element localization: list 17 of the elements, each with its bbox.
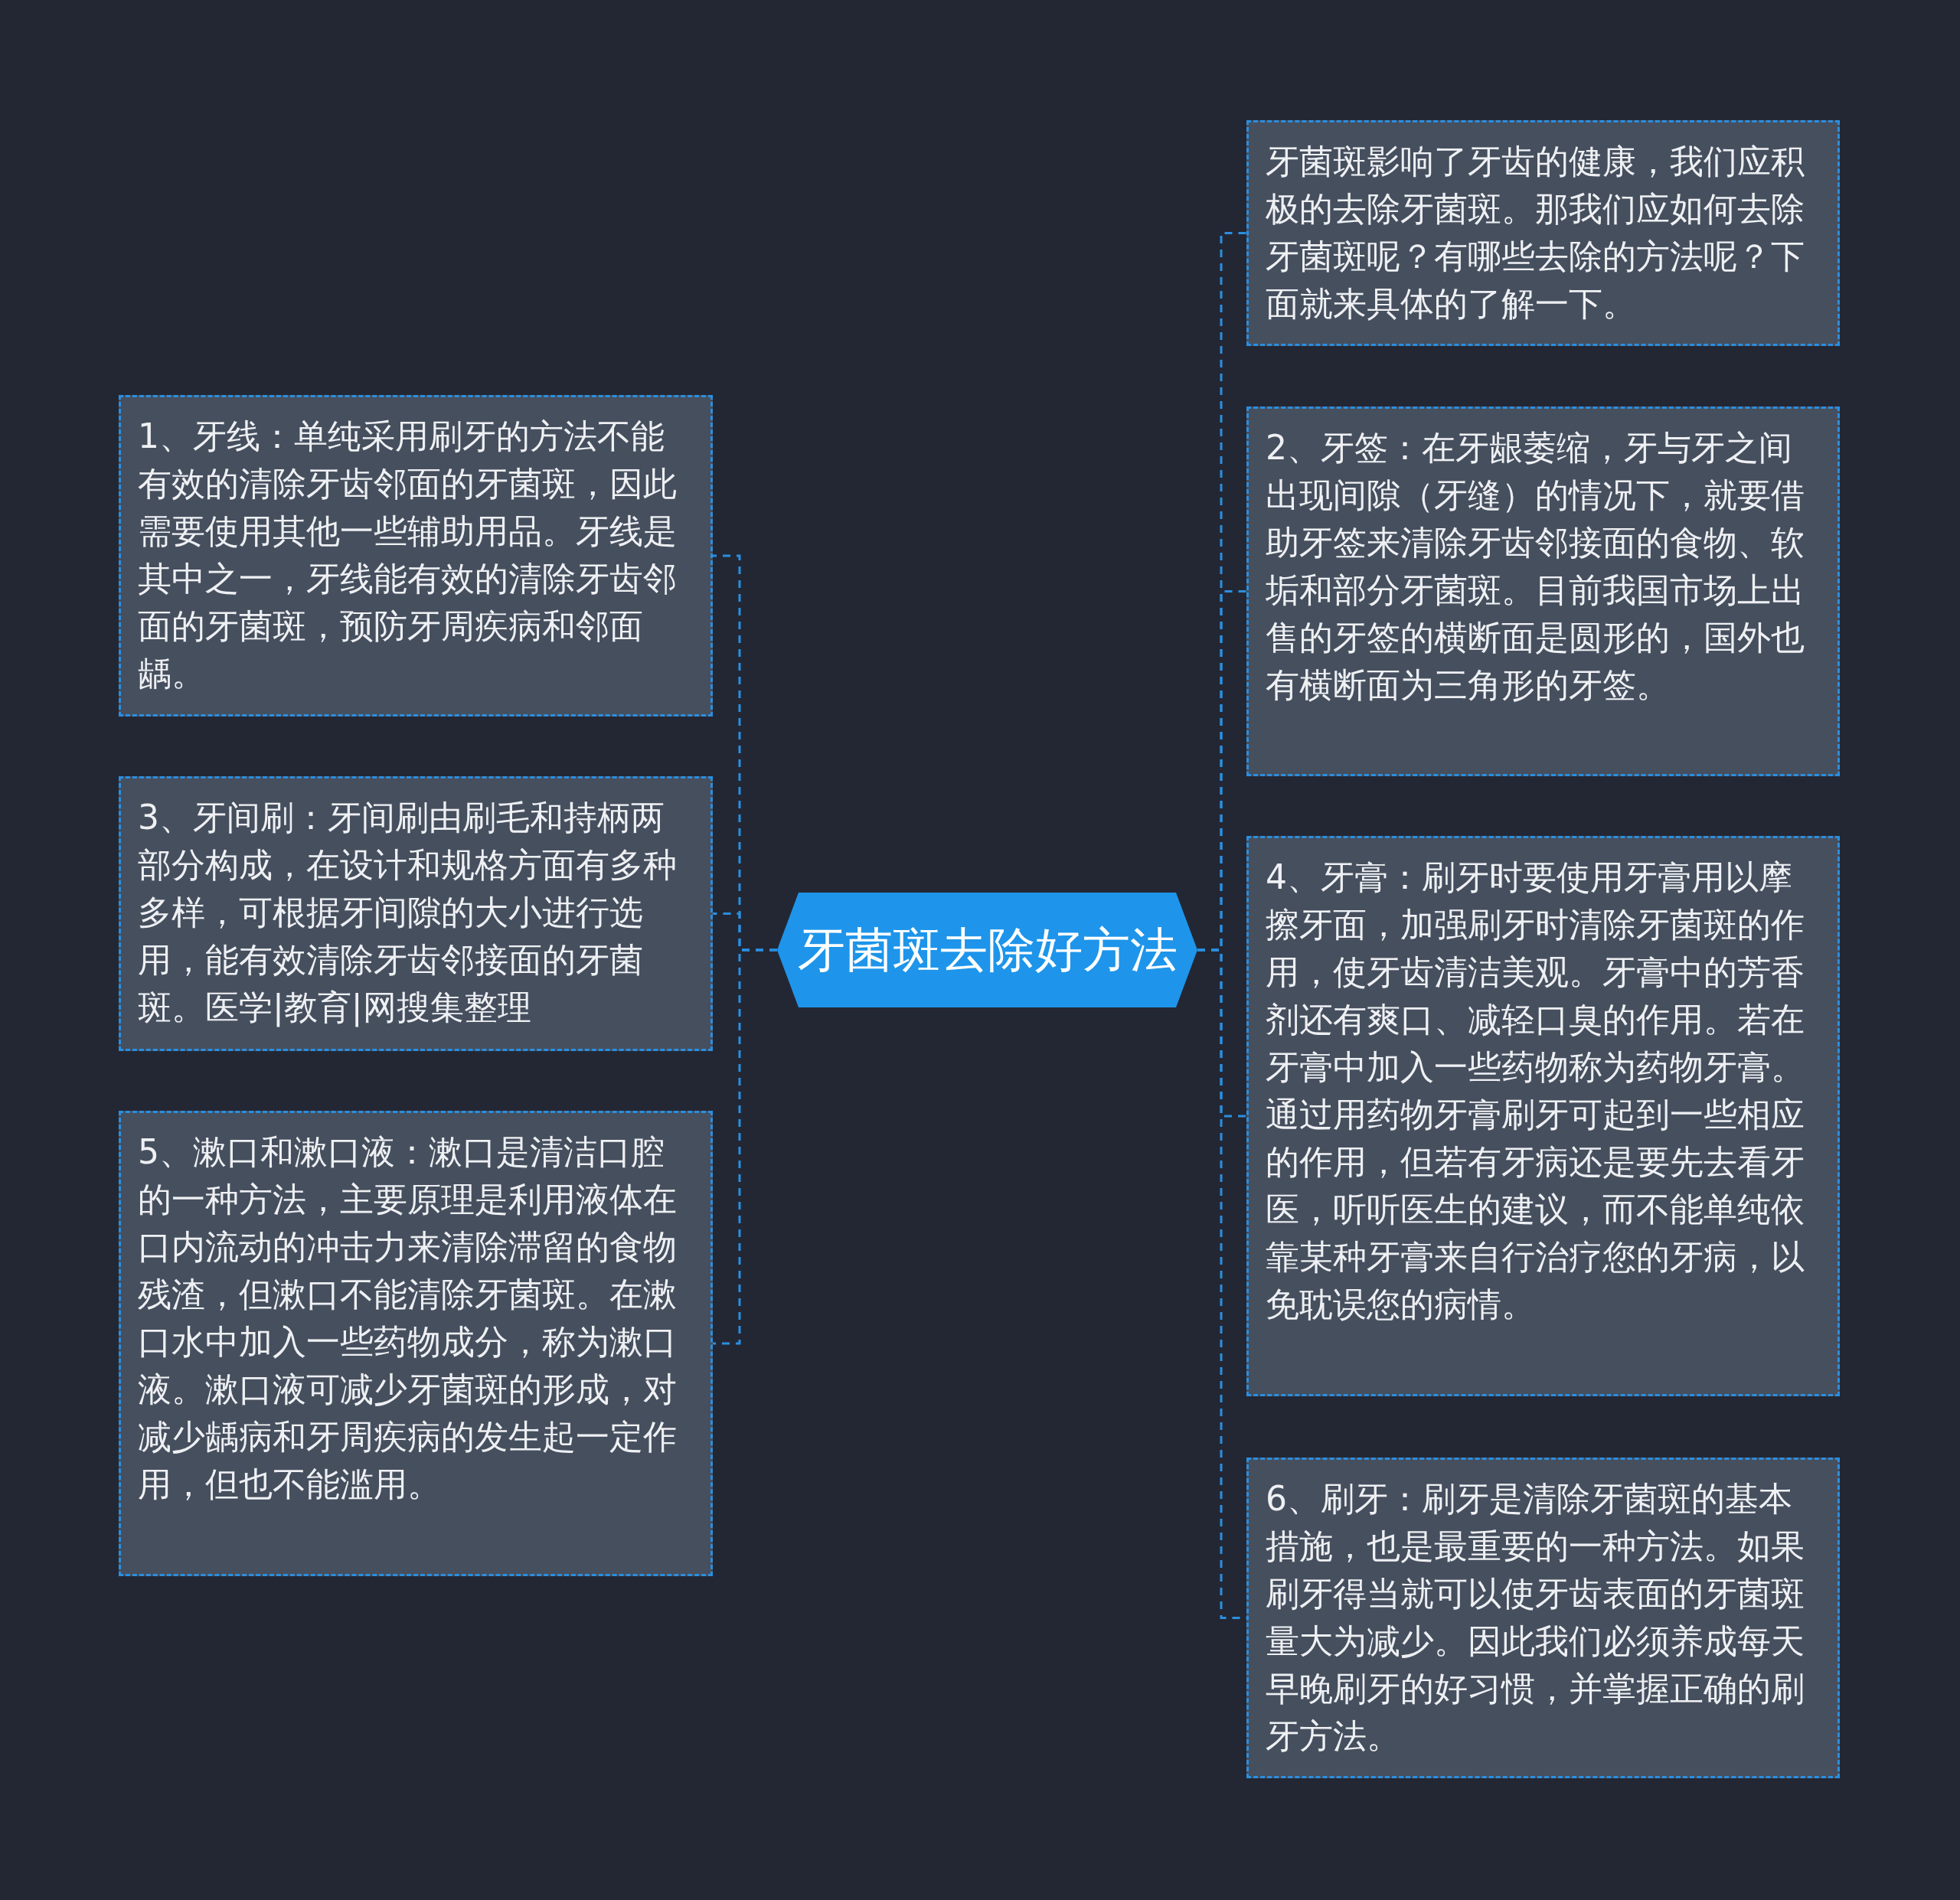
topic-box (119, 1111, 713, 1576)
topic-box (1246, 406, 1840, 776)
topic-text: 3、牙间刷：牙间刷由刷毛和持柄两部分构成，在设计和规格方面有多种多样，可根据牙间隙的大小进行选用，能有效清除牙齿邻接面的牙菌斑。医学|教育|网搜集整理 (138, 798, 677, 1027)
central-topic (777, 893, 1197, 1007)
topic-text: 5、漱口和漱口液：漱口是清洁口腔的一种方法，主要原理是利用液体在口内流动的冲击力来清除滞留的食物残渣，但漱口不能清除牙菌斑。在漱口水中加入一些药物成分，称为漱口液。漱口液可减少牙菌斑的形成，对减少龋病和牙周疾病的发生起一定作用，但也不能滥用。 (138, 1132, 677, 1503)
topic-text: 4、牙膏：刷牙时要使用牙膏用以摩擦牙面，加强刷牙时清除牙菌斑的作用，使牙齿清洁美观。牙膏中的芳香剂还有爽口、减轻口臭的作用。若在牙膏中加入一些药物称为药物牙膏。通过用药物牙膏刷牙可起到一些相应的作用，但若有牙病还是要先去看牙医，听听医生的建议，而不能单纯依靠某种牙膏来自行治疗您的牙病，以免耽误您的病情。 (1266, 857, 1805, 1324)
topic-text: 2、牙签：在牙龈萎缩，牙与牙之间出现间隙（牙缝）的情况下，就要借助牙签来清除牙齿邻接面的食物、软垢和部分牙菌斑。目前我国市场上出售的牙签的横断面是圆形的，国外也有横断面为三角形的牙签。 (1266, 428, 1805, 704)
topic-box (1246, 1458, 1840, 1778)
connector-line (713, 948, 777, 1345)
topic-box (1246, 836, 1840, 1396)
topic-box (119, 395, 713, 717)
topic-text: 1、牙线：单纯采用刷牙的方法不能有效的清除牙齿邻面的牙菌斑，因此需要使用其他一些辅助用品。牙线是其中之一，牙线能有效的清除牙齿邻面的牙菌斑，预防牙周疾病和邻面龋。 (138, 416, 677, 693)
topic-title: 牙菌斑去除好方法 (797, 921, 1178, 979)
topic-box (119, 776, 713, 1051)
topic-box (1246, 120, 1840, 346)
topic-text: 6、刷牙：刷牙是清除牙菌斑的基本措施，也是最重要的一种方法。如果刷牙得当就可以使牙齿表面的牙菌斑量大为减少。因此我们必须养成每天早晚刷牙的好习惯，并掌握正确的刷牙方法。 (1266, 1479, 1805, 1755)
topic-text: 牙菌斑影响了牙齿的健康，我们应积极的去除牙菌斑。那我们应如何去除牙菌斑呢？有哪些去除的方法呢？下面就来具体的了解一下。 (1266, 142, 1805, 323)
